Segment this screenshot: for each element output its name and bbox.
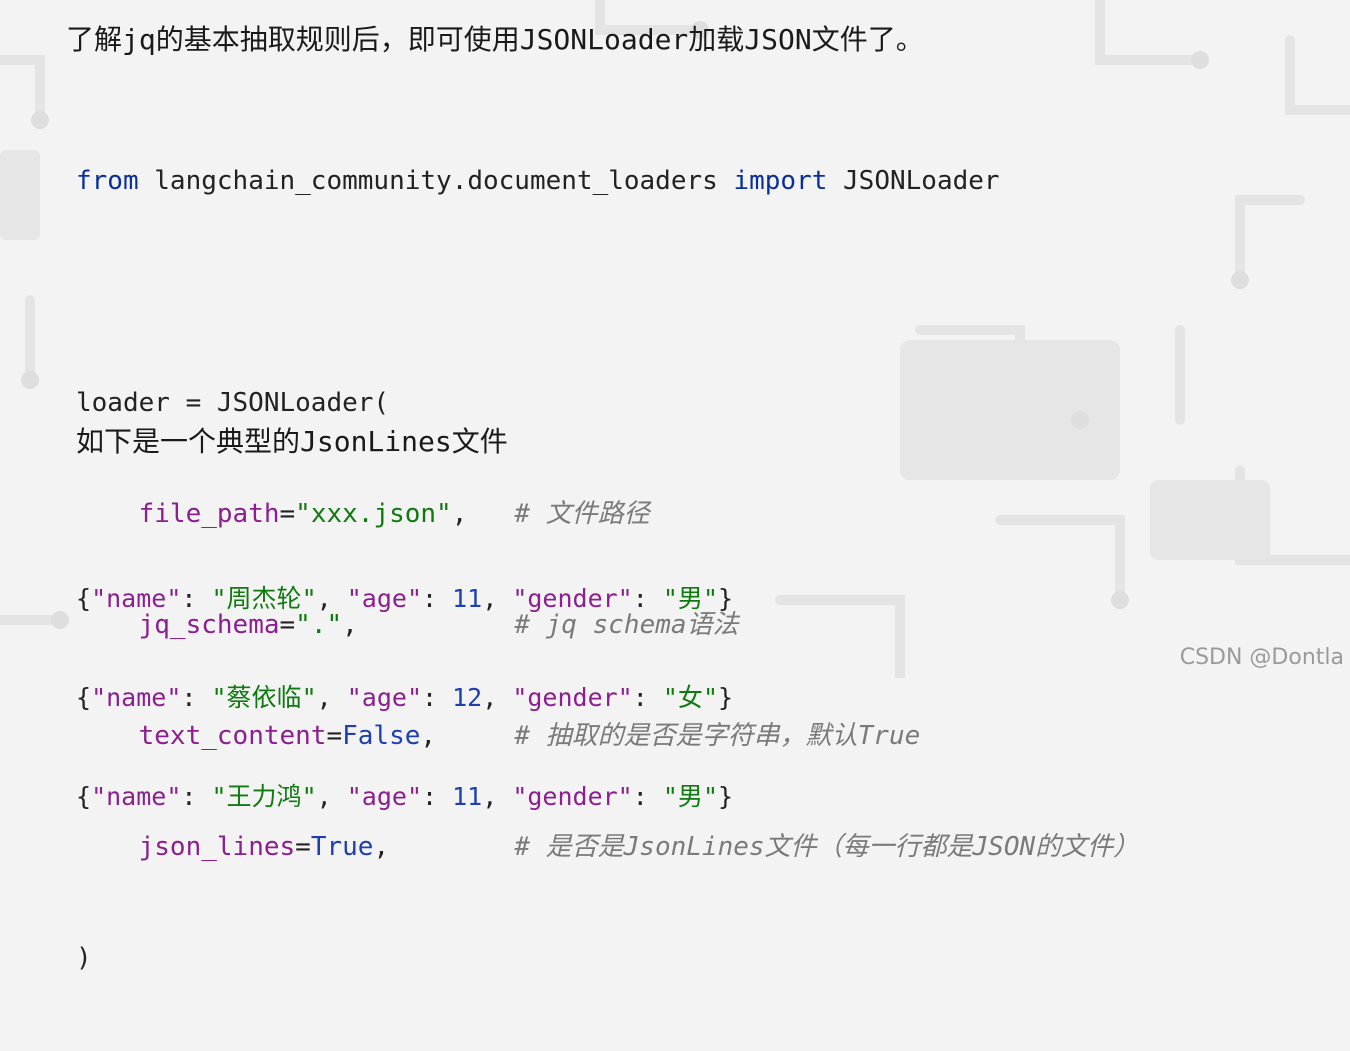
arg-name: jq_schema [138, 610, 280, 640]
jsonlines-block: {"name": "周杰轮", "age": 11, "gender": "男"… [76, 516, 733, 879]
arg-value: "xxx.json" [295, 499, 452, 529]
jsonlines-caption: 如下是一个典型的JsonLines文件 [76, 425, 508, 458]
json-key: "name" [91, 683, 182, 712]
close-paren-line: ) [76, 943, 92, 973]
gender-text: 女 [677, 683, 703, 712]
watermark: CSDN @Dontla [1179, 645, 1344, 670]
gender-text: 男 [677, 782, 703, 811]
module-path: langchain_community.document_loaders [138, 166, 734, 196]
intro-text: 了解jq的基本抽取规则后，即可使用JSONLoader加载JSON文件了。 [66, 23, 924, 56]
json-gender-value: "女" [662, 683, 718, 712]
json-name-value: "周杰轮" [211, 584, 317, 613]
json-key: "gender" [512, 584, 633, 613]
json-key: "name" [91, 782, 182, 811]
arg-line: file_path="xxx.json", # 文件路径 [76, 496, 1139, 533]
import-name: JSONLoader [827, 166, 1000, 196]
name-text: 周杰轮 [226, 584, 302, 613]
gender-text: 男 [677, 584, 703, 613]
json-name-value: "蔡依临" [211, 683, 317, 712]
ctor-line: loader = JSONLoader( [76, 388, 390, 418]
arg-comma: , [342, 610, 358, 640]
json-key: "age" [346, 584, 422, 613]
keyword-from: from [76, 166, 139, 196]
json-age-value: 11 [452, 584, 483, 613]
jsonlines-row: {"name": "周杰轮", "age": 11, "gender": "男"… [76, 584, 734, 613]
arg-comment: # 文件路径 [514, 499, 650, 529]
name-text: 王力鸿 [226, 782, 302, 811]
json-key: "gender" [512, 782, 633, 811]
slide-content: 了解jq的基本抽取规则后，即可使用JSONLoader加载JSON文件了。 fr… [66, 23, 1344, 973]
json-key: "age" [346, 782, 422, 811]
arg-eq: = [279, 499, 296, 529]
json-key: "gender" [512, 683, 633, 712]
json-gender-value: "男" [662, 584, 718, 613]
json-key: "name" [91, 584, 182, 613]
name-text: 蔡依临 [226, 683, 302, 712]
keyword-import: import [733, 166, 828, 196]
json-key: "age" [346, 683, 422, 712]
import-line: from langchain_community.document_loader… [76, 163, 1139, 200]
arg-eq: = [279, 610, 296, 640]
json-name-value: "王力鸿" [211, 782, 317, 811]
arg-value: "." [295, 610, 343, 640]
arg-line: jq_schema=".", # jq schema语法 [76, 607, 1139, 644]
json-age-value: 11 [452, 782, 483, 811]
arg-comment: # jq schema语法 [514, 610, 739, 640]
json-gender-value: "男" [662, 782, 718, 811]
arg-name: file_path [138, 499, 280, 529]
arg-comma: , [451, 499, 468, 529]
jsonlines-row: {"name": "蔡依临", "age": 12, "gender": "女"… [76, 683, 734, 712]
circuit-background [0, 0, 1350, 678]
json-age-value: 12 [452, 683, 483, 712]
blank-line [76, 274, 1139, 311]
jsonlines-row: {"name": "王力鸿", "age": 11, "gender": "男"… [76, 782, 734, 811]
